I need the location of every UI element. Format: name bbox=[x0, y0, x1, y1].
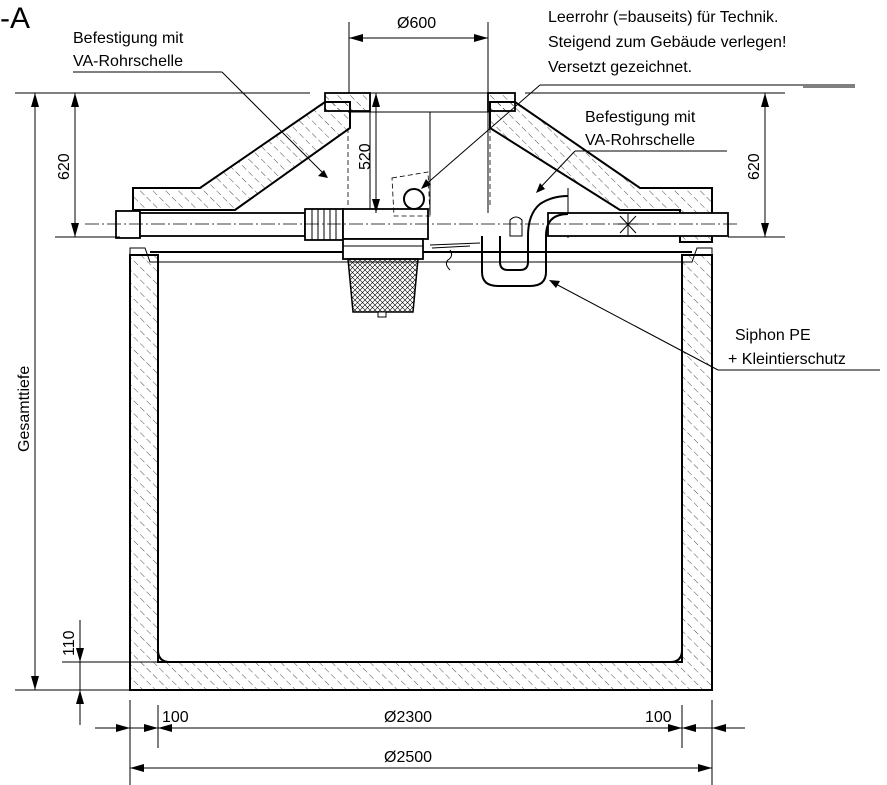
dim-inner-diameter: 100 100 Ø2300 bbox=[95, 700, 745, 785]
svg-text:Versetzt gezeichnet.: Versetzt gezeichnet. bbox=[548, 59, 692, 76]
svg-text:Ø600: Ø600 bbox=[397, 15, 436, 32]
svg-text:+ Kleintierschutz: + Kleintierschutz bbox=[728, 351, 846, 368]
dim-cover-diameter: Ø600 bbox=[348, 15, 489, 93]
svg-text:620: 620 bbox=[746, 153, 763, 180]
cone-left-hatch bbox=[132, 101, 351, 211]
filter-basket bbox=[342, 238, 481, 318]
dim-total-depth: Gesamttiefe bbox=[15, 92, 130, 691]
tank-body bbox=[129, 247, 713, 691]
conduit-box bbox=[391, 171, 431, 217]
tank-inner-outline bbox=[157, 262, 683, 663]
callout-left-fixing: Befestigung mit VA-Rohrschelle bbox=[73, 30, 328, 178]
svg-text:110: 110 bbox=[61, 630, 78, 656]
section-label: -A bbox=[0, 2, 30, 35]
dim-outer-diameter: Ø2500 bbox=[130, 749, 712, 772]
svg-text:Steigend zum Gebäude verlegen!: Steigend zum Gebäude verlegen! bbox=[548, 34, 786, 51]
svg-text:Gesamttiefe: Gesamttiefe bbox=[16, 366, 33, 452]
svg-text:Siphon PE: Siphon PE bbox=[735, 327, 811, 344]
svg-text:Ø2500: Ø2500 bbox=[384, 749, 432, 766]
cone-right-hatch bbox=[489, 101, 713, 243]
svg-text:520: 520 bbox=[357, 143, 374, 170]
svg-text:Leerrohr (=bauseits) für Techn: Leerrohr (=bauseits) für Technik. bbox=[548, 9, 778, 26]
cover-ring-left bbox=[324, 92, 371, 112]
svg-text:Ø2300: Ø2300 bbox=[384, 709, 432, 726]
dim-inner-height: 520 bbox=[357, 93, 380, 213]
svg-text:VA-Rohrschelle: VA-Rohrschelle bbox=[73, 53, 183, 70]
dim-cone-height-right: 620 bbox=[525, 92, 785, 238]
siphon bbox=[481, 195, 569, 287]
svg-text:Befestigung mit: Befestigung mit bbox=[73, 30, 184, 47]
svg-text:620: 620 bbox=[56, 153, 73, 180]
svg-text:100: 100 bbox=[162, 709, 189, 726]
dim-floor-thickness: 110 bbox=[61, 620, 158, 725]
callout-siphon: Siphon PE + Kleintierschutz bbox=[549, 280, 880, 371]
svg-text:Befestigung mit: Befestigung mit bbox=[585, 109, 696, 126]
callout-conduit: Leerrohr (=bauseits) für Technik. Steige… bbox=[421, 9, 855, 189]
svg-text:100: 100 bbox=[645, 709, 672, 726]
dim-cone-height-left: 620 bbox=[55, 92, 310, 238]
inlet-pipe bbox=[115, 208, 429, 241]
callout-right-fixing: Befestigung mit VA-Rohrschelle bbox=[536, 109, 727, 193]
cover-ring-right bbox=[487, 92, 516, 112]
svg-text:VA-Rohrschelle: VA-Rohrschelle bbox=[585, 132, 695, 149]
cone-cover bbox=[132, 92, 713, 243]
outlet-pipe bbox=[547, 212, 729, 237]
